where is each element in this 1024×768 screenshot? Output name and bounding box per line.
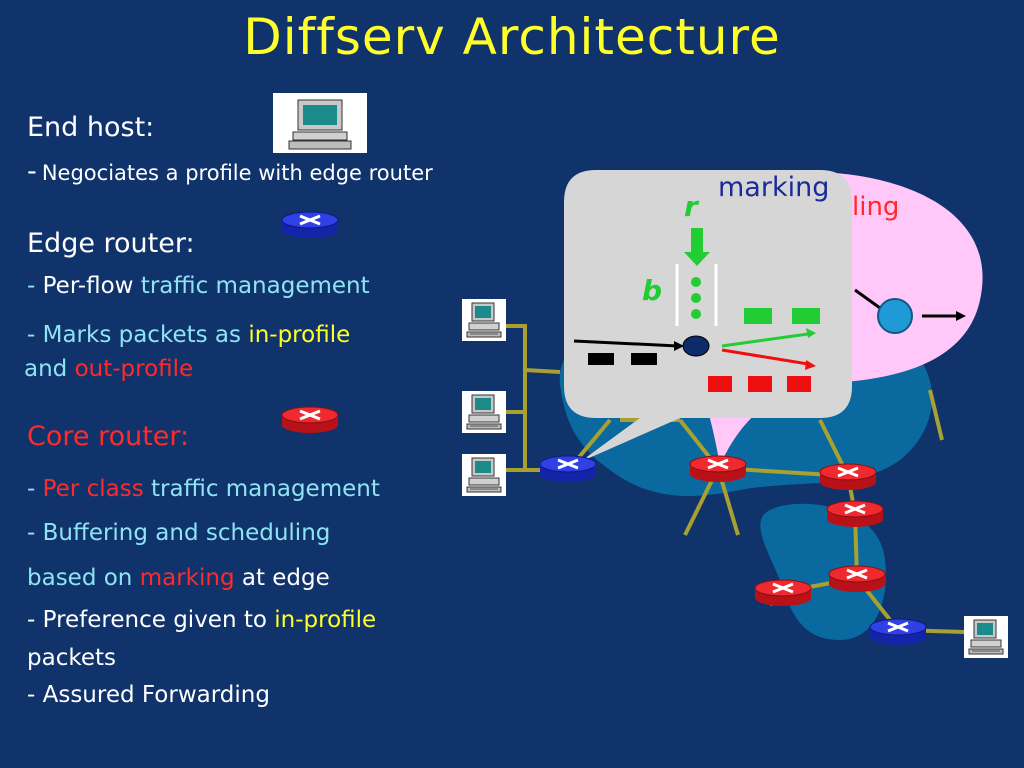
out-profile-text: out-profile <box>74 356 194 382</box>
edge-router-heading: Edge router: <box>27 228 195 259</box>
marks-packets-text: - Marks packets as <box>27 322 241 348</box>
marking-mechanism <box>573 228 820 392</box>
core-scheduler-node <box>877 298 913 334</box>
traffic-management-text: traffic management <box>140 273 370 299</box>
core-router-line-2: - Buffering and scheduling <box>27 520 331 546</box>
desktop-computer-icon <box>461 298 507 342</box>
in-profile-text: in-profile <box>274 607 377 633</box>
desktop-computer-icon <box>461 453 507 497</box>
core-router-icon <box>825 499 885 529</box>
token-rate-label: r <box>684 190 698 223</box>
core-router-heading: Core router: <box>27 421 190 452</box>
edge-router-legend-icon <box>280 210 340 240</box>
core-router-icon <box>818 462 878 492</box>
dash: - <box>27 273 43 299</box>
edge-router-line-2: - Marks packets as in-profile <box>27 322 350 348</box>
core-router-icon <box>688 454 748 484</box>
core-router-icon <box>753 578 813 608</box>
end-host-detail-text: Negociates a profile with edge router <box>41 161 433 185</box>
core-router-legend-icon <box>280 405 340 435</box>
and-text: and <box>24 356 68 382</box>
desktop-computer-icon <box>461 390 507 434</box>
desktop-computer-icon <box>963 615 1009 659</box>
edge-router-line-1: - Per-flow traffic management <box>27 273 370 299</box>
end-host-heading: End host: <box>27 112 155 143</box>
traffic-management-text: traffic management <box>151 476 380 502</box>
in-profile-text: in-profile <box>248 322 351 348</box>
end-host-illustration <box>273 93 367 153</box>
per-class-text: Per class <box>42 476 144 502</box>
slide-title: Diffserv Architecture <box>243 8 781 66</box>
marking-label: marking <box>718 172 830 203</box>
at-edge-text: at edge <box>241 565 330 591</box>
edge-router-icon <box>538 454 598 484</box>
core-router-icon <box>827 564 887 594</box>
based-on-text: based on <box>27 565 133 591</box>
edge-router-icon <box>868 617 928 647</box>
edge-router-callout <box>564 170 852 462</box>
preference-text: - Preference given to <box>27 607 267 633</box>
end-host-dash: - <box>27 156 37 187</box>
scheduling-label: ling <box>852 192 900 222</box>
core-router-line-5: packets <box>27 645 116 671</box>
end-host-detail: - Negociates a profile with edge router <box>27 156 433 187</box>
dash: - <box>27 476 43 502</box>
marking-text: marking <box>139 565 235 591</box>
core-router-line-3: based on marking at edge <box>27 565 330 591</box>
per-flow-text: Per-flow <box>42 273 134 299</box>
core-router-line-1: - Per class traffic management <box>27 476 380 502</box>
edge-router-line-3: and out-profile <box>24 356 193 382</box>
bucket-size-label: b <box>642 274 663 307</box>
core-router-line-6: - Assured Forwarding <box>27 682 270 708</box>
core-router-line-4: - Preference given to in-profile <box>27 607 376 633</box>
